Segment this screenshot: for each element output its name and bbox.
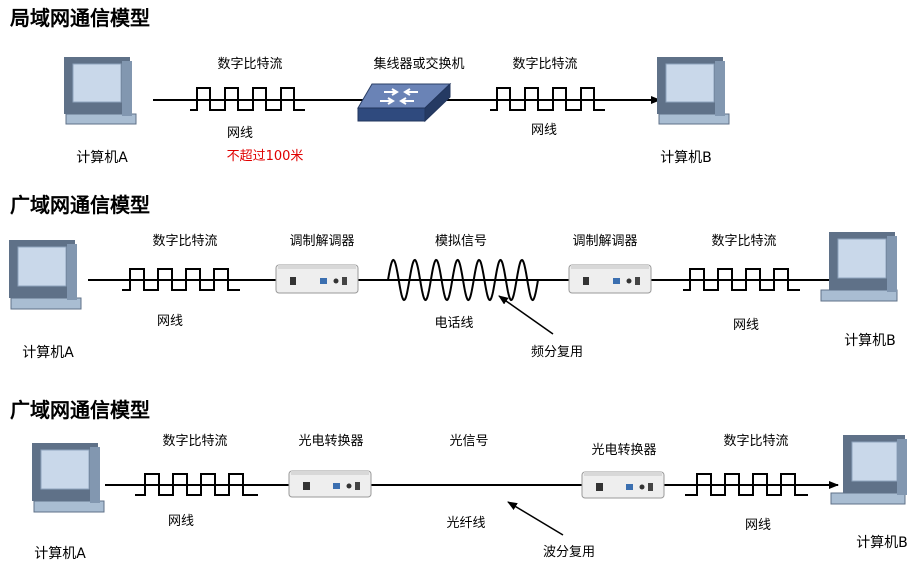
- wan-optical-right-stream-label: 数字比特流: [723, 434, 788, 449]
- lan-device-label: 集线器或交换机: [373, 56, 464, 72]
- wan-modem-right-cable-label: 网线: [733, 318, 759, 333]
- lan-right-cable-label: 网线: [531, 123, 557, 138]
- wan-modem-left-cable-label: 网线: [157, 314, 183, 329]
- computer-icon: [657, 57, 730, 125]
- fiber-cable-label: 光纤线: [446, 516, 485, 531]
- wavelength-multiplexing-label: 波分复用: [543, 545, 595, 560]
- computer-icon: [820, 232, 898, 302]
- wan-modem-computer-b-label: 计算机B: [844, 333, 896, 349]
- wan-optical-title: 广域网通信模型: [10, 398, 150, 422]
- computer-icon: [32, 443, 105, 513]
- frequency-multiplexing-arrow: [498, 295, 554, 335]
- modem-icon: [275, 264, 359, 294]
- wan-modem-model: 广域网通信模型 数字比特流 调制解调器 模拟信号 调制解调器 数字比特流 网线 …: [9, 193, 898, 361]
- lan-left-square-wave: [190, 87, 305, 111]
- wavelength-multiplexing-arrow: [507, 501, 564, 536]
- lan-right-square-wave: [490, 87, 605, 111]
- lan-left-cable-label: 网线: [227, 126, 253, 141]
- wan-optical-left-stream-label: 数字比特流: [162, 434, 227, 449]
- lan-left-stream-label: 数字比特流: [217, 57, 282, 72]
- wan-modem-title: 广域网通信模型: [10, 193, 150, 217]
- phone-line-label: 电话线: [434, 316, 473, 331]
- lan-title: 局域网通信模型: [9, 6, 150, 30]
- wan-optical-left-square-wave: [135, 473, 258, 496]
- wan-modem-left-device-label: 调制解调器: [289, 234, 354, 249]
- optical-converter-icon: [288, 470, 372, 498]
- wan-optical-computer-b-label: 计算机B: [856, 535, 908, 551]
- wan-optical-computer-a-label: 计算机A: [34, 546, 86, 562]
- computer-icon: [64, 57, 137, 125]
- computer-icon: [830, 435, 907, 505]
- lan-cable-limit-label: 不超过100米: [227, 149, 304, 164]
- wan-modem-computer-a-label: 计算机A: [22, 345, 74, 361]
- wan-modem-right-square-wave: [683, 268, 800, 291]
- switch-icon: [357, 82, 452, 123]
- computer-icon: [9, 240, 82, 310]
- wan-optical-model: 广域网通信模型 数字比特流 光电转换器 光信号 光电转换器 数字比特流 网线 光…: [10, 398, 908, 562]
- lan-right-stream-label: 数字比特流: [512, 57, 577, 72]
- lan-model: 局域网通信模型 数字比特流 数字比特流 集线器或交换机 网线 不超过100米 网…: [9, 6, 730, 166]
- lan-computer-a-label: 计算机A: [76, 150, 128, 166]
- wan-optical-right-square-wave: [685, 473, 808, 496]
- modem-icon: [568, 264, 652, 294]
- wan-modem-right-stream-label: 数字比特流: [711, 234, 776, 249]
- analog-signal-wave: [387, 258, 539, 302]
- optical-converter-icon: [581, 471, 665, 499]
- frequency-multiplexing-label: 频分复用: [531, 345, 583, 360]
- optical-signal-label: 光信号: [449, 434, 488, 449]
- wan-modem-right-device-label: 调制解调器: [572, 234, 637, 249]
- wan-optical-left-device-label: 光电转换器: [298, 434, 363, 449]
- analog-signal-label: 模拟信号: [435, 234, 487, 249]
- wan-optical-right-cable-label: 网线: [745, 518, 771, 533]
- wan-optical-left-cable-label: 网线: [168, 514, 194, 529]
- wan-modem-left-stream-label: 数字比特流: [152, 234, 217, 249]
- wan-modem-left-square-wave: [122, 268, 240, 291]
- wan-optical-right-device-label: 光电转换器: [591, 443, 656, 458]
- lan-computer-b-label: 计算机B: [660, 150, 712, 166]
